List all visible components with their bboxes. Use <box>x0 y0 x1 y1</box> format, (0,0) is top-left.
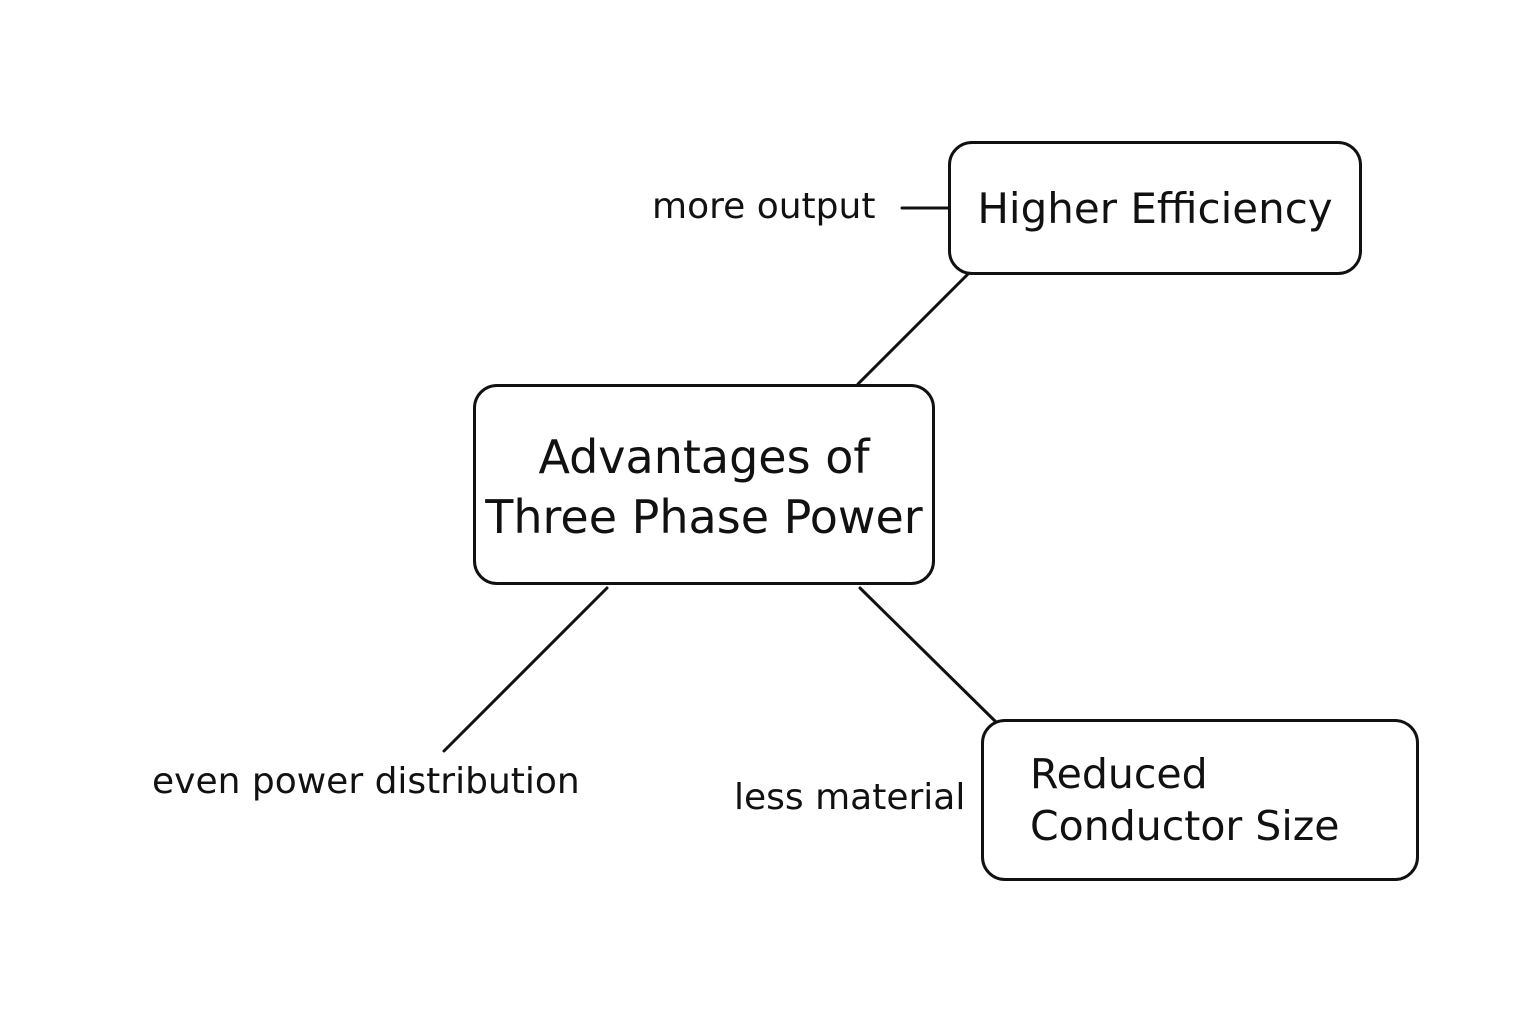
higher-efficiency-node <box>948 141 1362 275</box>
central-node-title-line1: Advantages of <box>538 430 870 484</box>
edge-label-more-output: more output <box>652 186 876 227</box>
connector-center-to-reduced-conductor-size <box>858 586 998 724</box>
reduced-conductor-size-label-line2: Conductor Size <box>1030 802 1340 850</box>
connector-center-to-even-power-distribution <box>442 586 609 753</box>
reduced-conductor-size-node <box>981 719 1419 881</box>
higher-efficiency-label: Higher Efficiency <box>977 184 1333 233</box>
central-node <box>473 384 935 585</box>
edge-label-even-power-distribution: even power distribution <box>152 761 580 802</box>
reduced-conductor-size-label-line1: Reduced <box>1030 750 1208 798</box>
central-node-title-line2: Three Phase Power <box>485 490 923 544</box>
edge-label-less-material: less material <box>734 777 966 818</box>
connector-center-to-higher-efficiency <box>856 272 970 386</box>
